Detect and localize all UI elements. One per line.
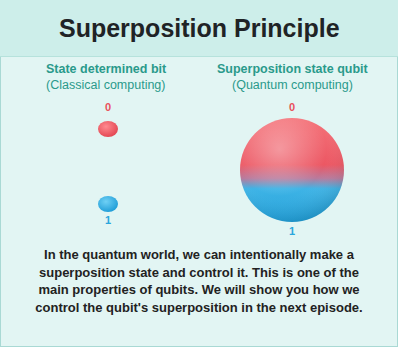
- column-subheading: (Quantum computing): [232, 78, 353, 92]
- bit-one-dot: [98, 196, 118, 212]
- column-subheading: (Classical computing): [46, 78, 165, 92]
- bit-zero-dot: [98, 121, 118, 137]
- column-heading: State determined bit: [46, 62, 166, 76]
- caption-text: In the quantum world, we can intentional…: [24, 246, 374, 316]
- qubit-sphere-shade: [240, 118, 344, 222]
- state-label: 0: [105, 101, 111, 113]
- state-label: 1: [289, 225, 295, 237]
- column-heading: Superposition state qubit: [217, 62, 368, 76]
- title-text: Superposition Principle: [59, 14, 340, 43]
- state-label: 0: [289, 101, 295, 113]
- state-label: 1: [105, 214, 111, 226]
- qubit-sphere: [240, 118, 344, 222]
